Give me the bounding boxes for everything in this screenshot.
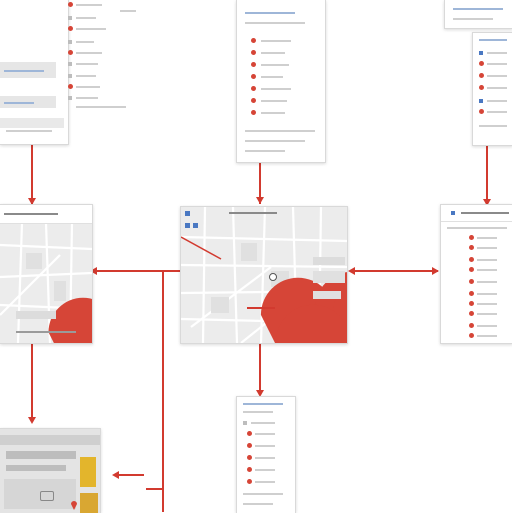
map-info-box <box>313 271 345 283</box>
panel-top-right-header <box>444 0 512 29</box>
map-info-box <box>313 291 341 299</box>
map-pin-icon[interactable] <box>230 280 348 344</box>
map-center[interactable] <box>180 206 348 344</box>
map-control-icon[interactable] <box>185 223 190 228</box>
map-left[interactable] <box>0 204 93 344</box>
location-marker-icon[interactable] <box>269 273 277 281</box>
map-control-icon[interactable] <box>193 223 198 228</box>
panel-top-right-list <box>472 32 512 146</box>
panel-right-list <box>440 204 512 344</box>
map-pin-icon[interactable] <box>70 499 78 510</box>
camera-icon[interactable] <box>40 491 54 501</box>
panel-bottom-left-streetview[interactable] <box>0 428 101 513</box>
panel-top-left-list <box>0 0 69 145</box>
map-control-icon[interactable] <box>185 211 190 216</box>
map-center-header <box>181 207 347 219</box>
panel-top-center-list <box>236 0 326 163</box>
map-info-box <box>313 257 345 265</box>
panel-bottom-center-list <box>236 396 296 513</box>
map-left-header <box>0 205 92 224</box>
map-left-streets <box>0 222 92 343</box>
panel-right-header <box>441 205 512 222</box>
